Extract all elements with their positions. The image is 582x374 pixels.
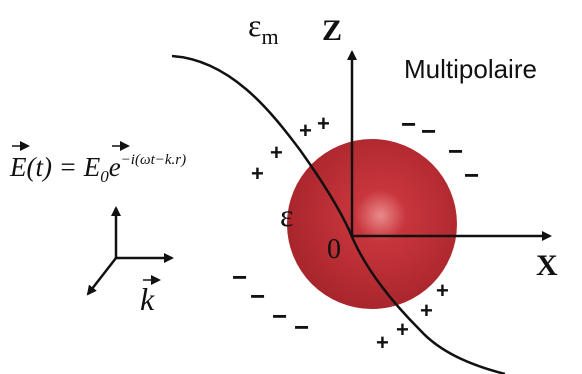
charge-plus: + xyxy=(317,111,330,136)
epsilon-sphere-label: ε xyxy=(280,197,293,233)
equation-lhs: E(t) = xyxy=(9,152,84,182)
charge-plus: + xyxy=(436,278,449,303)
charge-minus: − xyxy=(421,116,436,146)
title-label: Multipolaire xyxy=(404,54,537,84)
charge-plus: + xyxy=(420,298,433,323)
positive-charges-upper: + + + + xyxy=(251,111,330,186)
k-vector-label: k xyxy=(140,281,155,317)
charge-plus: + xyxy=(299,118,312,143)
wave-curve xyxy=(171,54,506,374)
propagation-triad: k xyxy=(86,206,174,317)
z-axis-label: Z xyxy=(322,14,342,47)
charge-minus: − xyxy=(464,160,479,190)
charge-plus: + xyxy=(270,140,283,165)
charge-minus: − xyxy=(232,262,247,292)
negative-charges-upper: − − − − xyxy=(401,109,479,190)
equation-exponent: −i(ωt−k.r) xyxy=(121,152,186,168)
triad-diagonal-arrow xyxy=(86,257,117,296)
x-axis-label: X xyxy=(536,249,558,282)
positive-charges-lower: + + + + xyxy=(376,278,449,355)
field-equation: E(t) = E0e−i(ωt−k.r) xyxy=(9,141,186,186)
equation-rhs-exp-base: e xyxy=(109,152,121,182)
epsilon-m-label: εm xyxy=(248,7,279,49)
equation-rhs-sub: 0 xyxy=(100,167,109,186)
charge-minus: − xyxy=(401,109,416,139)
origin-label: 0 xyxy=(327,234,341,265)
charge-minus: − xyxy=(294,312,309,342)
charge-minus: − xyxy=(272,301,287,331)
charge-plus: + xyxy=(251,161,264,186)
charge-minus: − xyxy=(250,281,265,311)
equation-rhs-e: E xyxy=(83,152,101,182)
charge-plus: + xyxy=(376,330,389,355)
charge-minus: − xyxy=(448,136,463,166)
nanoparticle-sphere xyxy=(287,139,457,309)
charge-plus: + xyxy=(396,317,409,342)
svg-text:E(t) = E0e−i(ωt−k.r): E(t) = E0e−i(ωt−k.r) xyxy=(9,152,186,186)
negative-charges-lower: − − − − xyxy=(232,262,309,342)
